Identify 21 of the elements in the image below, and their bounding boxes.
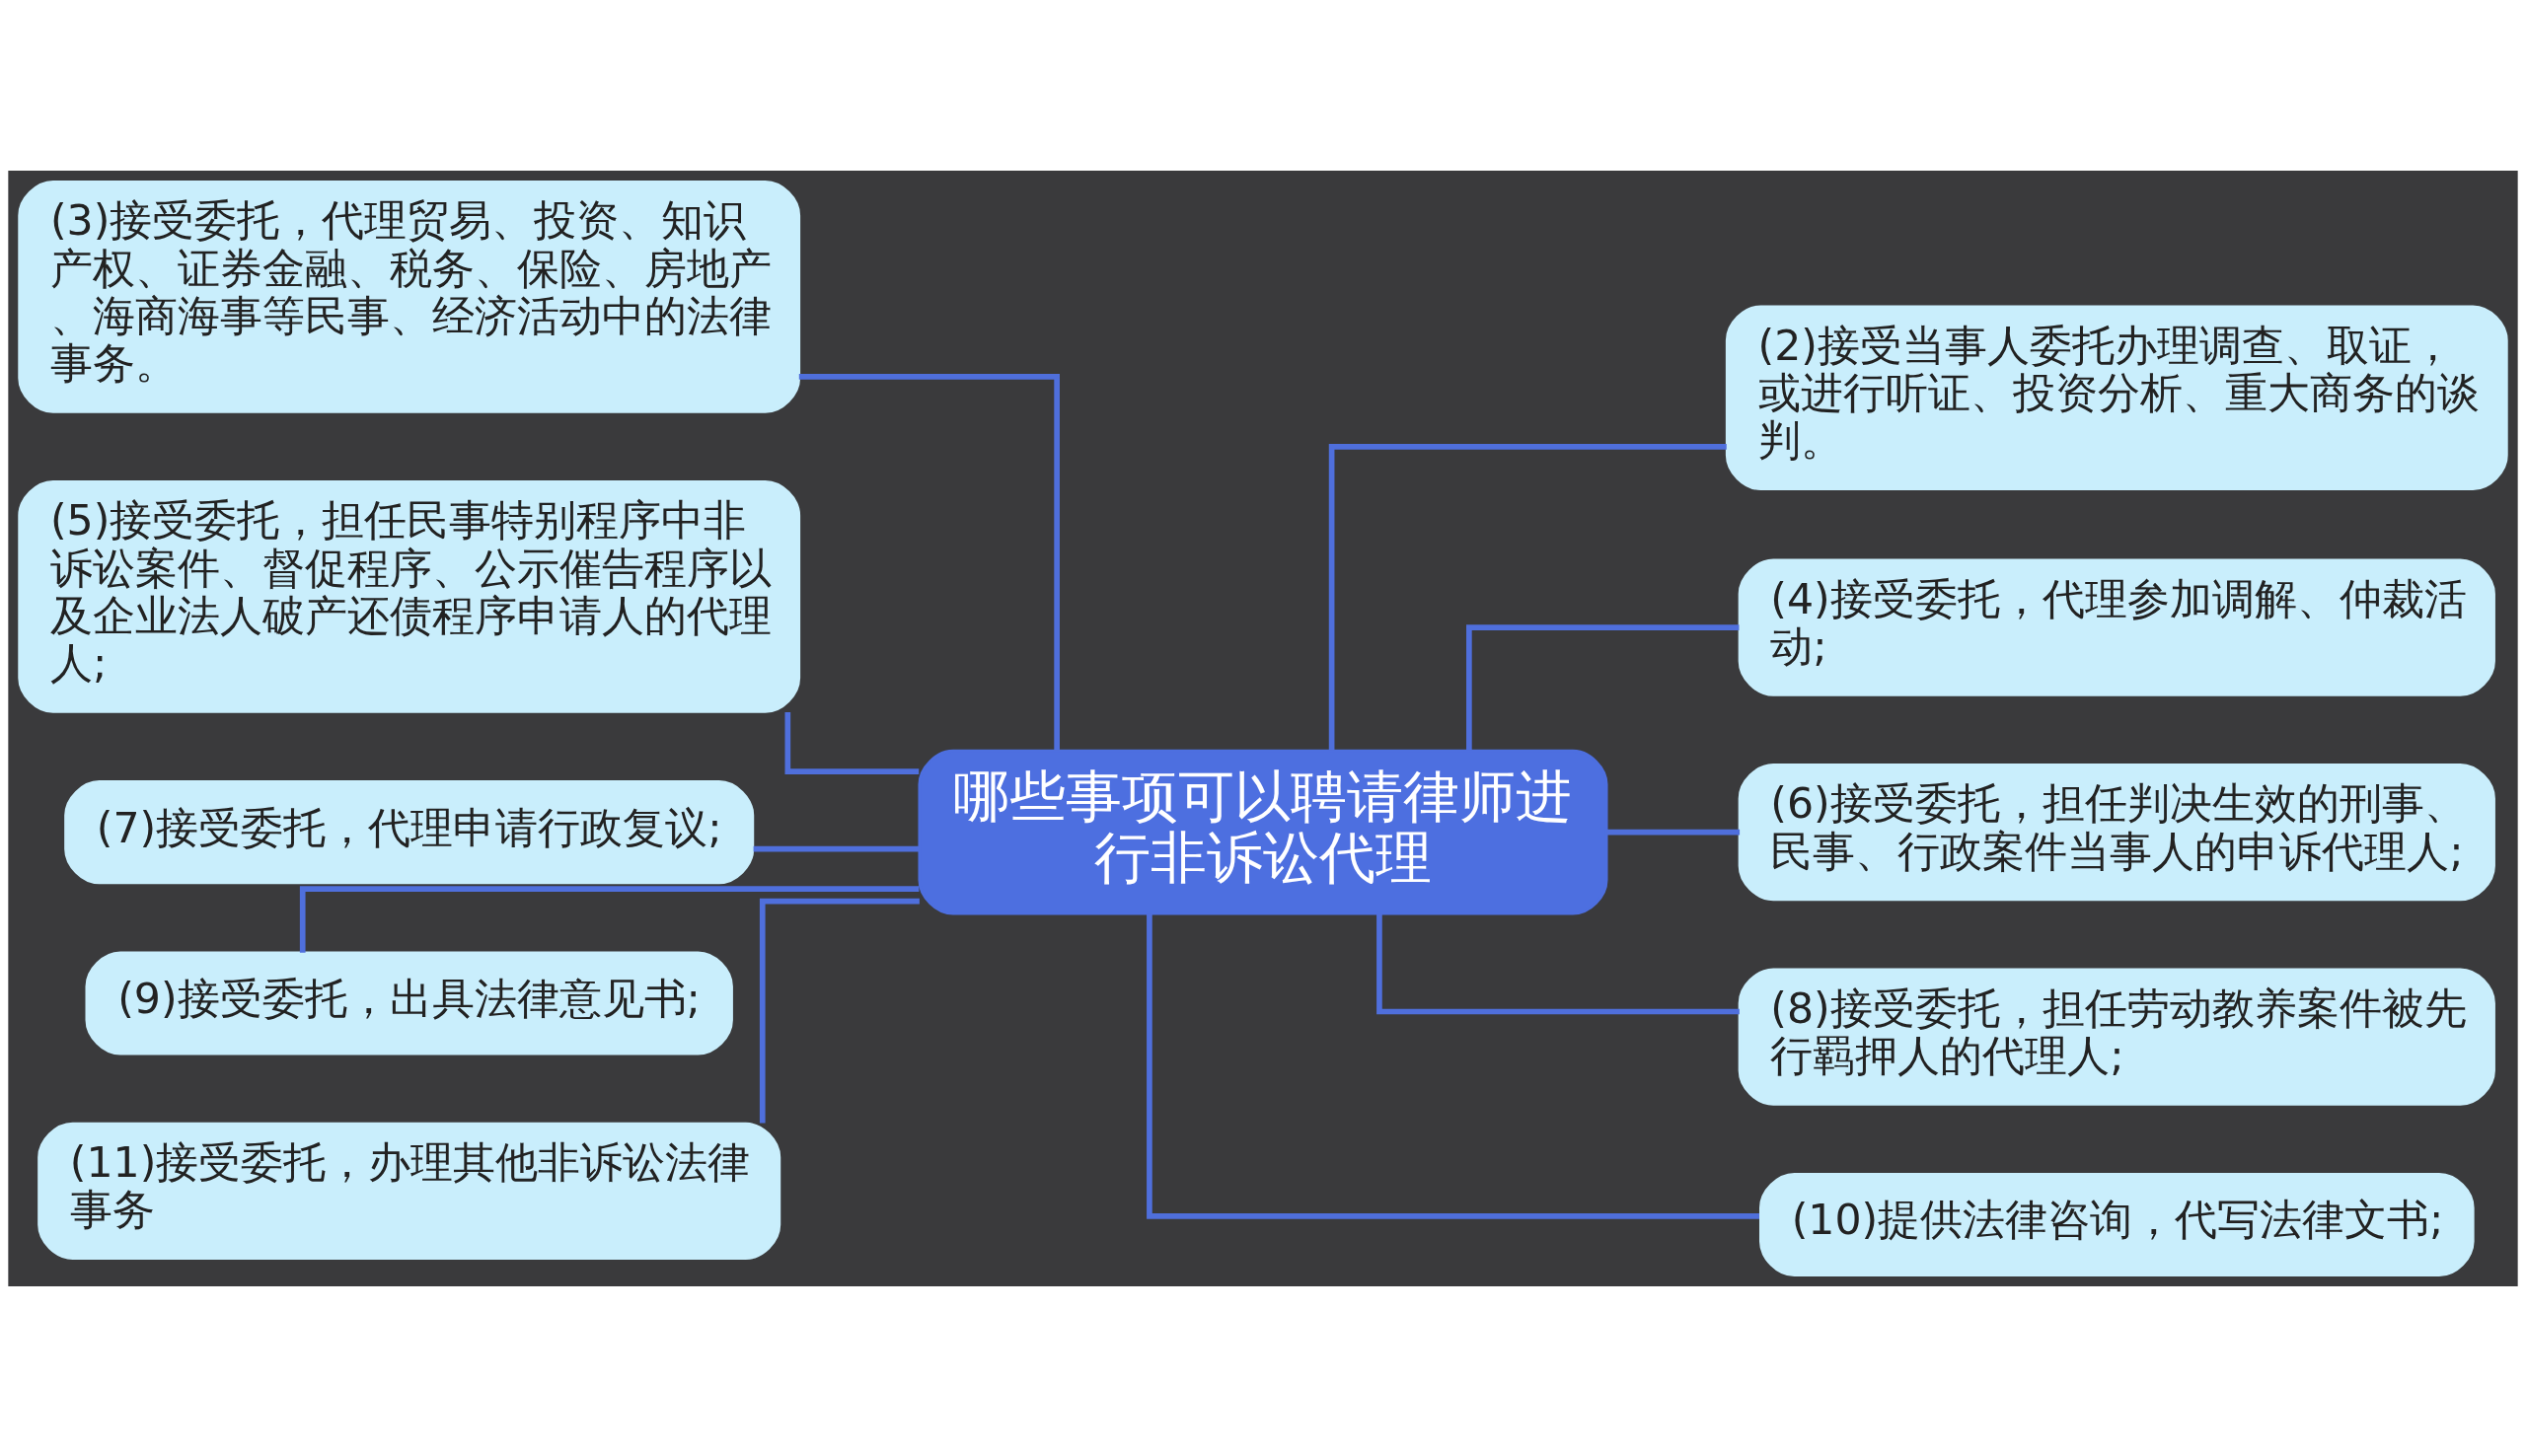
connector [784,711,920,774]
connector [1147,912,1759,1219]
connector [299,885,920,953]
node-box: 哪些事项可以聘请律师进行非诉讼代理 [918,749,1608,914]
connector [798,373,1060,751]
connector [753,845,920,852]
node-box: (7)接受委托，代理申请行政复议; [64,779,755,884]
node-box: (6)接受委托，担任判决生效的刑事、民事、行政案件当事人的申诉代理人; [1738,763,2495,901]
node-box: (2)接受当事人委托办理调查、取证，或进行听证、投资分析、重大商务的谈判。 [1725,304,2508,490]
node-box: (9)接受委托，出具法律意见书; [85,950,733,1056]
node-box: (8)接受委托，担任劳动教养案件被先行羁押人的代理人; [1738,967,2495,1106]
node-box: (5)接受委托，担任民事特别程序中非诉讼案件、督促程序、公示催告程序以及企业法人破产还债程序申请人的代理人; [18,479,801,713]
connector [1376,912,1740,1014]
connector [1328,443,1727,751]
node-box: (4)接受委托，代理参加调解、仲裁活动; [1738,558,2495,696]
node-box: (10)提供法律咨询，代写法律文书; [1759,1172,2475,1276]
node-box: (11)接受委托，办理其他非诉讼法律事务 [37,1122,781,1260]
connector [1466,623,1740,750]
connector [1606,829,1741,835]
node-box: (3)接受委托，代理贸易、投资、知识产权、证券金融、税务、保险、房地产、海商海事等民事、经济活动中的法律事务。 [18,180,801,413]
connector [759,898,920,1123]
